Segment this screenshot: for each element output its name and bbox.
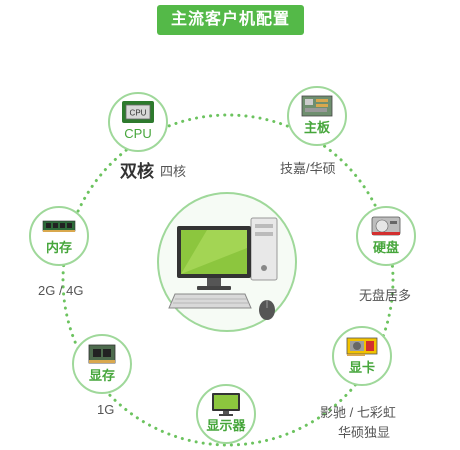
ram-node: 内存 xyxy=(29,206,89,266)
hdd-desc: 无盘居多 xyxy=(359,288,412,303)
cpu-label: CPU xyxy=(124,126,152,141)
cpu-desc-main: 双核 xyxy=(120,162,154,181)
video-memory-icon xyxy=(84,341,120,367)
hard-drive-icon xyxy=(368,213,404,239)
vram-label: 显存 xyxy=(88,368,115,383)
motherboard-icon xyxy=(299,93,335,119)
motherboard-desc: 技嘉/华硕 xyxy=(280,161,336,176)
hdd-node: 硬盘 xyxy=(356,206,416,266)
ram-desc: 2G / 4G xyxy=(38,283,84,298)
ram-label: 内存 xyxy=(45,240,72,255)
motherboard-node: 主板 xyxy=(287,86,347,146)
monitor-label: 显示器 xyxy=(206,418,246,433)
vram-desc: 1G xyxy=(97,402,115,417)
center-computer xyxy=(157,192,297,332)
cpu-chip-icon: CPU xyxy=(120,99,156,125)
gpu-label: 显卡 xyxy=(348,360,375,375)
monitor-node: 显示器 xyxy=(196,384,256,444)
cpu-node: CPU CPU xyxy=(108,92,168,152)
hdd-label: 硬盘 xyxy=(372,240,399,255)
vram-node: 显存 xyxy=(72,334,132,394)
gpu-desc-1: 影驰 / 七彩虹 xyxy=(320,405,396,420)
cpu-desc-sub: 四核 xyxy=(160,164,187,179)
gpu-node: 显卡 xyxy=(332,326,392,386)
svg-text:CPU: CPU xyxy=(130,109,147,118)
desktop-computer-icon xyxy=(168,217,278,320)
gpu-desc-2: 华硕独显 xyxy=(338,425,391,440)
motherboard-label: 主板 xyxy=(303,120,330,135)
ram-stick-icon xyxy=(41,213,77,239)
graphics-card-icon xyxy=(344,333,380,359)
page-title: 主流客户机配置 xyxy=(157,5,304,35)
monitor-icon xyxy=(208,391,244,417)
